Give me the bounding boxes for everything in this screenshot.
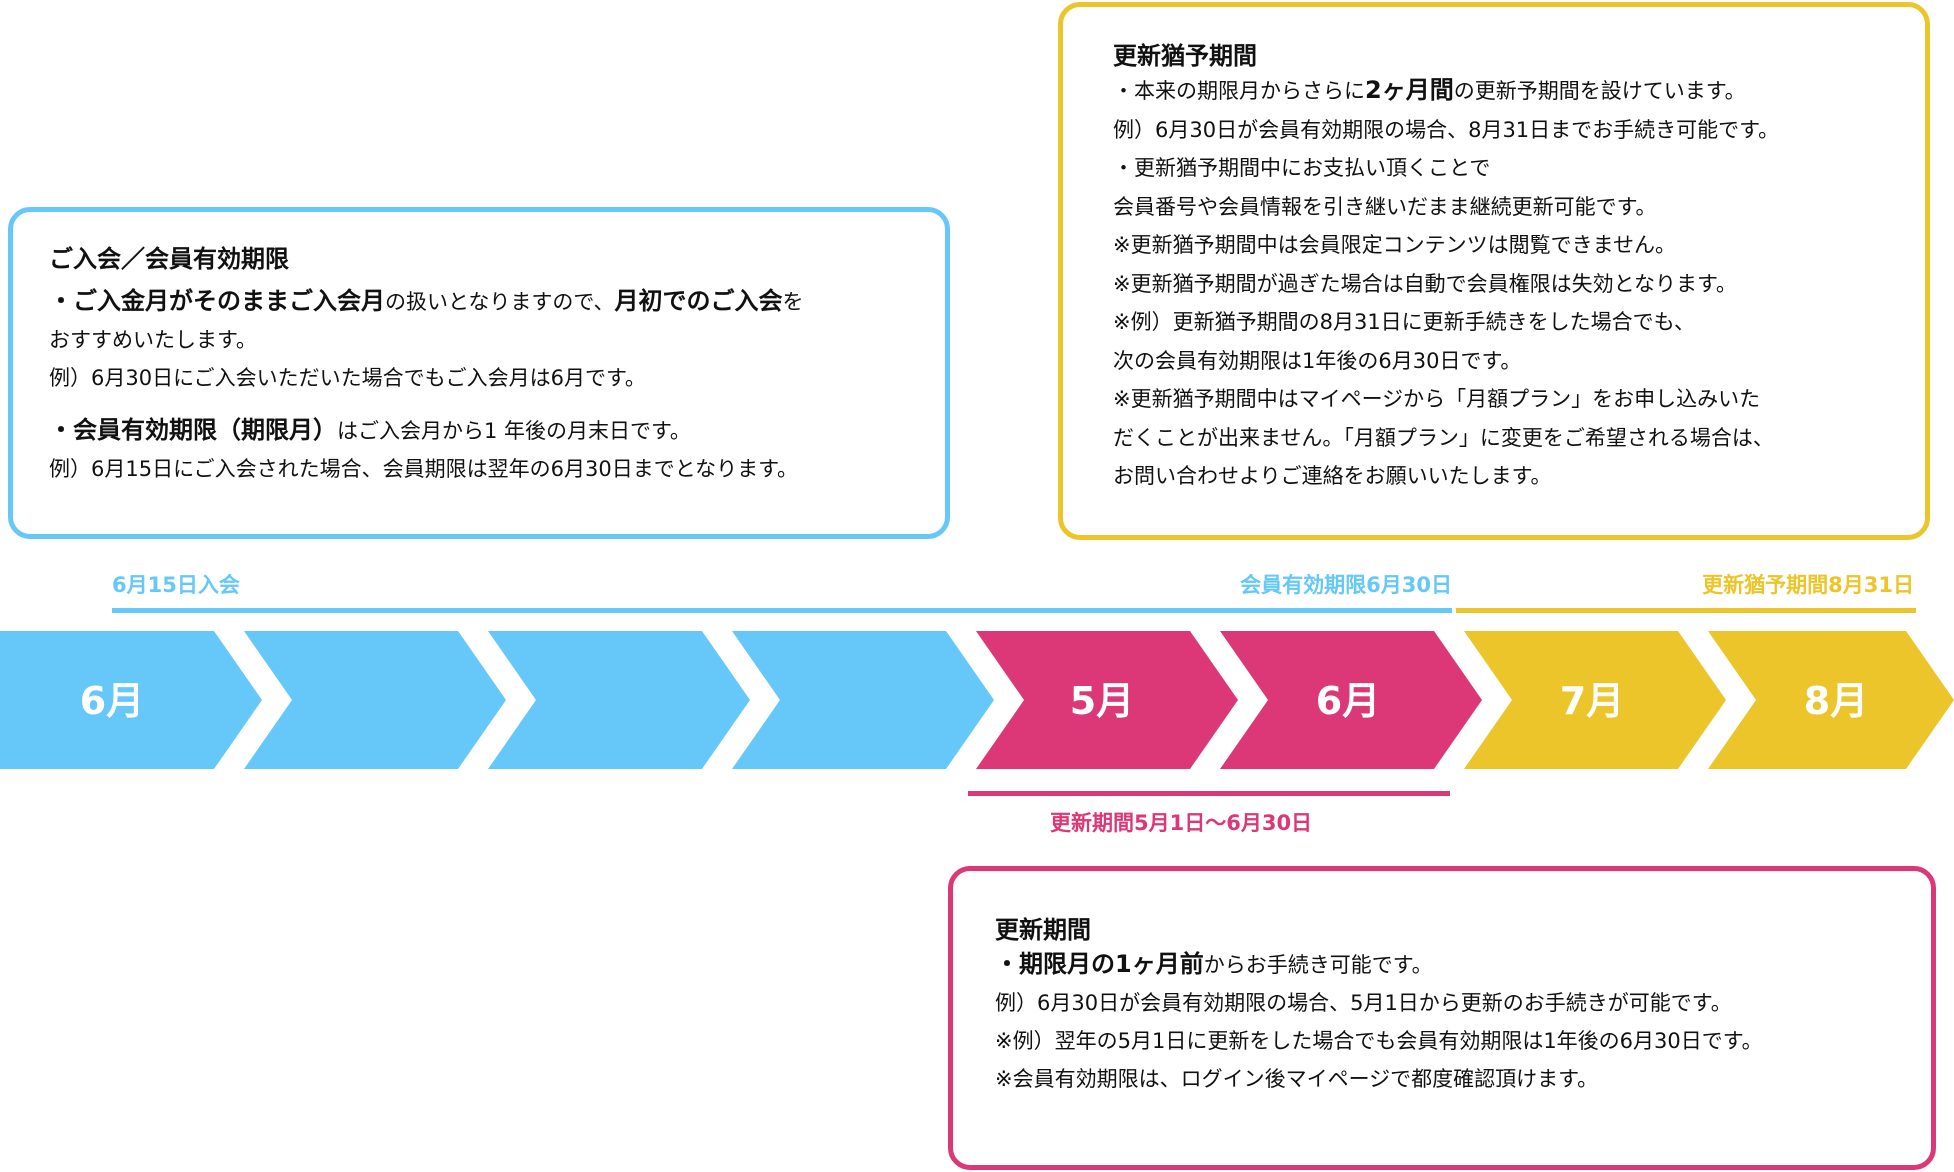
month-label-7: 7月 [1560, 679, 1624, 723]
month-chevron-4 [732, 631, 994, 769]
grace-line-6: ※更新猶予期間が過ぎた場合は自動で会員権限は失効となります。 [1113, 271, 1737, 296]
renewal-title: 更新期間 [995, 916, 1091, 944]
join-date-label: 6月15日入会 [112, 573, 240, 597]
month-chevron-6 [1220, 631, 1482, 769]
month-label-1: 6月 [80, 679, 144, 723]
join-info-box: ご入会／会員有効期限 ・ご入金月がそのままご入会月の扱いとなりますので、月初での… [8, 207, 950, 539]
join-line-2: おすすめいたします。 [49, 328, 257, 352]
expiry-date-label: 会員有効期限6月30日 [1240, 573, 1452, 597]
month-timeline: 6月 5月 6月 7月 8月 [0, 631, 1954, 769]
grace-line-2: 例）6月30日が会員有効期限の場合、8月31日までお手続き可能です。 [1113, 117, 1780, 142]
grace-line-3: ・更新猶予期間中にお支払い頂くことで [1113, 156, 1491, 180]
join-line-5: 例）6月15日にご入会された場合、会員期限は翌年の6月30日までとなります。 [49, 457, 799, 481]
grace-period-line [1456, 608, 1916, 613]
month-label-5: 5月 [1070, 679, 1134, 723]
renewal-line-1: ・期限月の1ヶ月前からお手続き可能です。 [995, 950, 1433, 978]
grace-line-11: お問い合わせよりご連絡をお願いいたします。 [1113, 464, 1552, 488]
renewal-line-3: ※例）翌年の5月1日に更新をした場合でも会員有効期限は1年後の6月30日です。 [995, 1029, 1763, 1053]
renewal-period-label: 更新期間5月1日～6月30日 [1050, 811, 1313, 835]
grace-line-1: ・本来の期限月からさらに2ヶ月間の更新予期間を設けています。 [1113, 76, 1746, 104]
grace-title: 更新猶予期間 [1113, 42, 1257, 70]
grace-line-8: 次の会員有効期限は1年後の6月30日です。 [1113, 348, 1522, 373]
month-chevron-5 [976, 631, 1238, 769]
renewal-period-line [968, 791, 1450, 796]
grace-end-label: 更新猶予期間8月31日 [1702, 573, 1914, 597]
month-chevron-8 [1708, 631, 1954, 769]
renewal-info-box: 更新期間 ・期限月の1ヶ月前からお手続き可能です。 例）6月30日が会員有効期限… [948, 866, 1936, 1170]
grace-info-box: 更新猶予期間 ・本来の期限月からさらに2ヶ月間の更新予期間を設けています。 例）… [1058, 2, 1930, 540]
grace-line-4: 会員番号や会員情報を引き継いだまま継続更新可能です。 [1113, 194, 1657, 219]
grace-line-9: ※更新猶予期間中はマイページから「月額プラン」をお申し込みいた [1113, 387, 1761, 411]
membership-period-line [112, 608, 1452, 613]
join-title: ご入会／会員有効期限 [49, 245, 289, 273]
renewal-line-4: ※会員有効期限は、ログイン後マイページで都度確認頂けます。 [995, 1067, 1599, 1091]
grace-line-5: ※更新猶予期間中は会員限定コンテンツは閲覧できません。 [1113, 233, 1676, 257]
join-line-1: ・ご入金月がそのままご入会月の扱いとなりますので、月初でのご入会を [49, 287, 804, 315]
join-line-3: 例）6月30日にご入会いただいた場合でもご入会月は6月です。 [49, 366, 646, 390]
month-chevron-2 [244, 631, 506, 769]
grace-line-10: だくことが出来ません。「月額プラン」に変更をご希望される場合は、 [1113, 425, 1774, 450]
join-line-4: ・会員有効期限（期限月）はご入会月から1 年後の月末日です。 [49, 416, 691, 444]
month-label-8: 8月 [1804, 679, 1868, 723]
renewal-line-2: 例）6月30日が会員有効期限の場合、5月1日から更新のお手続きが可能です。 [995, 991, 1732, 1015]
month-chevron-7 [1464, 631, 1726, 769]
grace-line-7: ※例）更新猶予期間の8月31日に更新手続きをした場合でも、 [1113, 310, 1696, 334]
month-chevron-3 [488, 631, 750, 769]
month-label-6: 6月 [1316, 679, 1380, 723]
month-chevron-1 [0, 631, 262, 769]
